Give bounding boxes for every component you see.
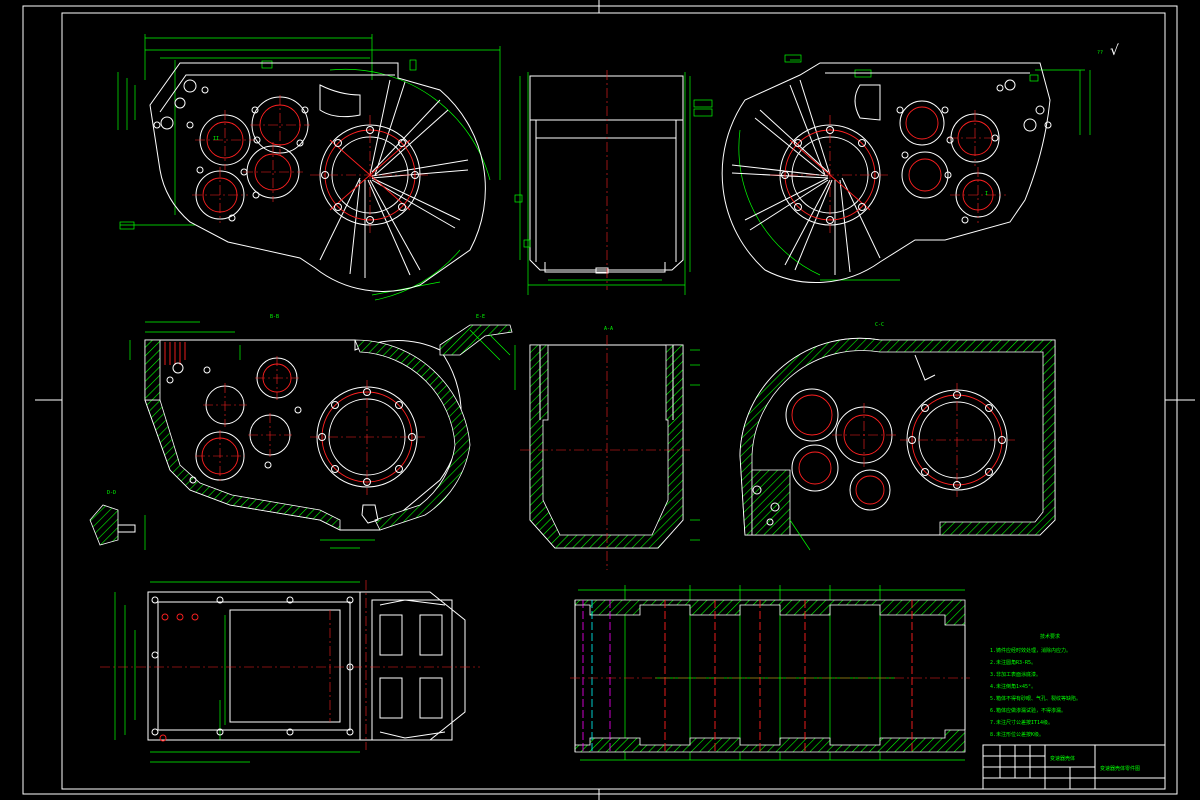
- svg-text:??: ??: [1097, 50, 1103, 56]
- section-view-b-bolt-holes: [318, 388, 416, 486]
- front-view-right: I: [721, 54, 1091, 284]
- detail-view-d: D-D: [89, 490, 146, 550]
- svg-text:A-A: A-A: [604, 326, 613, 332]
- front-view-right-ribs: [731, 79, 881, 275]
- front-view-left-ribs: [319, 79, 469, 278]
- svg-text:变速器壳体零件图: 变速器壳体零件图: [1100, 765, 1140, 772]
- svg-text:2.未注圆角R3-R5。: 2.未注圆角R3-R5。: [990, 659, 1036, 666]
- svg-text:1.铸件应经时效处理，消除内应力。: 1.铸件应经时效处理，消除内应力。: [990, 647, 1071, 654]
- front-view-left: II: [117, 34, 501, 301]
- section-view-b-dimensions: [129, 321, 375, 549]
- plan-view-bottom-holes: [151, 596, 354, 742]
- plan-view-bottom-ribs: [379, 599, 446, 739]
- section-view-a: A-A: [514, 326, 700, 570]
- svg-text:6.箱体应做渗漏试验，不得渗漏。: 6.箱体应做渗漏试验，不得渗漏。: [990, 707, 1066, 714]
- section-view-a-dimensions: [514, 345, 700, 541]
- tech-requirements: 技术要求 1.铸件应经时效处理，消除内应力。 2.未注圆角R3-R5。 3.非加…: [990, 633, 1081, 738]
- section-view-c: C-C: [739, 322, 1056, 551]
- title-block: 变速器壳体 变速器壳体零件图: [982, 744, 1166, 790]
- side-view-top-dimensions: [514, 72, 713, 295]
- svg-text:技术要求: 技术要求: [1040, 633, 1060, 640]
- svg-text:3.非加工表面涂底漆。: 3.非加工表面涂底漆。: [990, 671, 1041, 678]
- svg-text:B-B: B-B: [270, 314, 279, 320]
- svg-text:8.未注形位公差按K级。: 8.未注形位公差按K级。: [990, 731, 1044, 738]
- svg-text:II: II: [213, 136, 219, 142]
- svg-text:D-D: D-D: [107, 490, 116, 496]
- svg-text:4.未注倒角1×45°。: 4.未注倒角1×45°。: [990, 683, 1036, 690]
- svg-text:5.箱体不得有砂眼、气孔、裂纹等缺陷。: 5.箱体不得有砂眼、气孔、裂纹等缺陷。: [990, 695, 1081, 702]
- front-view-left-bolt-holes: [321, 126, 419, 224]
- svg-text:变速器壳体: 变速器壳体: [1050, 755, 1075, 762]
- side-view-top: [514, 70, 713, 295]
- surface-finish-symbol: ?? √: [1097, 43, 1119, 59]
- svg-text:7.未注尺寸公差按IT14级。: 7.未注尺寸公差按IT14级。: [990, 719, 1053, 726]
- svg-text:√: √: [1110, 43, 1119, 59]
- detail-view-e: E-E: [439, 314, 513, 361]
- front-view-left-dimensions: [117, 34, 501, 301]
- plan-view-bottom-dimensions: [114, 581, 360, 763]
- front-view-right-bolt-holes: [781, 126, 879, 224]
- section-view-c-bolt-holes: [908, 391, 1006, 489]
- plan-view-bottom: [100, 580, 480, 763]
- svg-text:I: I: [985, 191, 988, 197]
- svg-text:E-E: E-E: [476, 314, 485, 320]
- svg-text:C-C: C-C: [875, 322, 884, 328]
- sheet-frame: [22, 0, 1195, 800]
- long-section-view: [570, 585, 970, 761]
- section-view-b: B-B: [129, 314, 471, 549]
